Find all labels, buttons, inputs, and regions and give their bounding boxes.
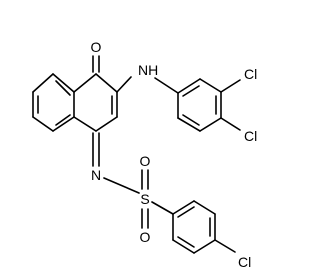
chlorine-4-bond: [220, 117, 241, 131]
amine-label: NH: [138, 62, 158, 78]
chlorophenyl-ring: [172, 200, 216, 254]
sulfur-label: S: [140, 191, 149, 207]
amine-bond-right: [154, 77, 179, 94]
carbonyl-bond: [92, 55, 100, 73]
amine-bond-left: [116, 76, 132, 93]
imine-bond: [92, 132, 100, 167]
sulfonyl-oxygen-top-label: O: [140, 153, 151, 169]
benzo-ring: [32, 73, 75, 132]
chlorine-para-bond: [214, 239, 236, 253]
s-aryl-bond: [151, 201, 174, 215]
chlorine-para-label: Cl: [238, 254, 251, 270]
sulfonyl-oxygen-bottom-label: O: [140, 229, 151, 245]
chlorine-3-bond: [220, 79, 241, 93]
chlorine-4-label: Cl: [244, 128, 257, 144]
sulfonyl-bottom-bond: [141, 208, 149, 229]
chlorine-3-label: Cl: [244, 66, 257, 82]
quinone-ring: [73, 73, 118, 132]
n-s-bond: [103, 177, 140, 194]
dichlorophenyl-ring: [177, 78, 222, 132]
imine-nitrogen-label: N: [91, 167, 101, 183]
sulfonyl-top-bond: [141, 169, 149, 190]
carbonyl-oxygen-label: O: [91, 39, 102, 55]
